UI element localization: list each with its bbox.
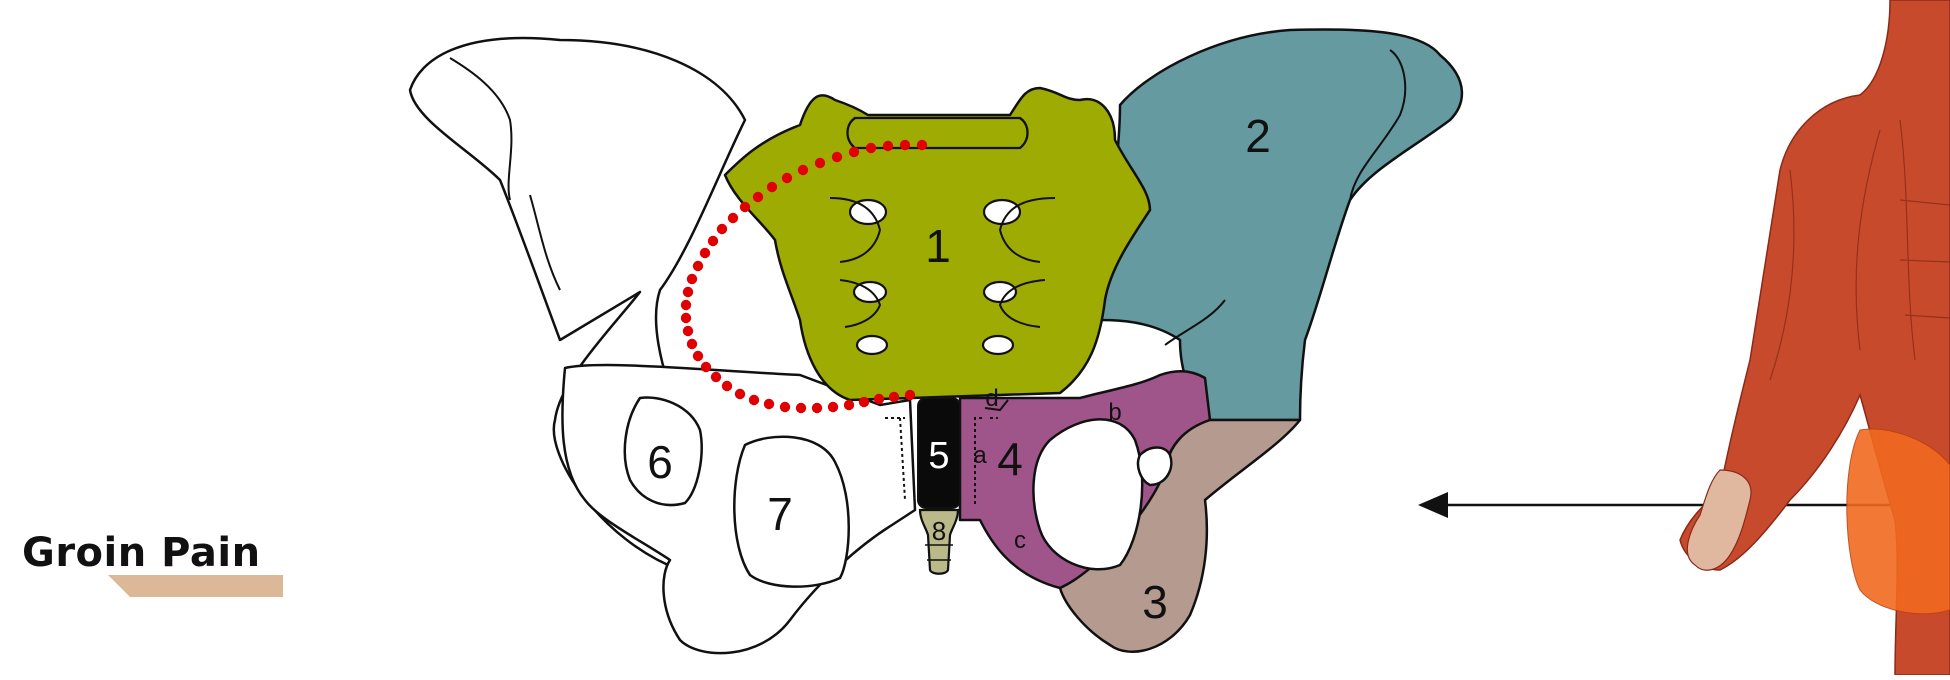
- acetabulum-rim: [623, 396, 703, 507]
- sacral-lines: [829, 197, 1056, 328]
- red-dot: [692, 260, 704, 272]
- red-dot: [865, 142, 877, 154]
- title-block: Groin Pain: [18, 530, 288, 600]
- label-6: 6: [647, 436, 673, 488]
- red-dot: [899, 139, 911, 151]
- red-dot: [734, 388, 746, 400]
- label-7: 7: [767, 488, 793, 540]
- red-dot: [904, 389, 916, 401]
- right-acetabulum-edge: [1136, 446, 1173, 487]
- red-dot: [873, 393, 885, 405]
- sacral-promontory: [846, 116, 1029, 150]
- red-dot: [721, 380, 733, 392]
- red-dot: [752, 191, 764, 203]
- red-dot: [739, 201, 751, 213]
- red-dot: [779, 401, 791, 413]
- pointer-arrow: [1418, 492, 1905, 518]
- label-b: b: [1108, 399, 1121, 426]
- right-ilium-detail: [1349, 49, 1407, 201]
- red-dot: [781, 172, 793, 184]
- red-dot: [916, 139, 928, 151]
- label-d: d: [985, 385, 998, 412]
- red-dot: [763, 398, 775, 410]
- right-obturator-foramen: [1032, 418, 1144, 571]
- label-5: 5: [928, 435, 949, 477]
- red-dot: [727, 212, 739, 224]
- red-dot: [686, 338, 698, 350]
- red-dot: [888, 391, 900, 403]
- left-bone-details: [449, 57, 561, 291]
- red-dot: [682, 325, 694, 337]
- red-dot: [692, 350, 704, 362]
- red-dot: [716, 223, 728, 235]
- human-muscle-figure: [1679, 0, 1950, 676]
- pubic-symphysis: [917, 397, 961, 509]
- red-dot: [797, 164, 809, 176]
- red-dot: [680, 299, 692, 311]
- red-dot: [707, 235, 719, 247]
- label-a: a: [973, 442, 987, 469]
- right-ilium: [1098, 28, 1464, 422]
- title-underline-bar: [108, 575, 283, 597]
- sacrum: [723, 86, 1152, 402]
- coccyx: [918, 508, 960, 575]
- red-dot: [795, 402, 807, 414]
- label-2: 2: [1245, 110, 1271, 162]
- red-dot: [748, 394, 760, 406]
- red-dot: [858, 396, 870, 408]
- red-dotted-outline: [680, 139, 928, 414]
- label-1: 1: [925, 220, 951, 272]
- label-3: 3: [1142, 576, 1168, 628]
- red-dot: [827, 401, 839, 413]
- red-dot: [814, 157, 826, 169]
- red-dot: [831, 151, 843, 163]
- red-dot: [710, 371, 722, 383]
- red-dot: [699, 247, 711, 259]
- label-4: 4: [997, 433, 1023, 485]
- red-dot: [686, 273, 698, 285]
- right-ilium-arc: [1164, 299, 1226, 346]
- red-dot: [811, 402, 823, 414]
- red-dot: [848, 146, 860, 158]
- page-title: Groin Pain: [22, 530, 261, 576]
- label-8: 8: [932, 516, 946, 546]
- red-dot: [766, 181, 778, 193]
- red-dot: [682, 286, 694, 298]
- red-dot: [843, 399, 855, 411]
- label-c: c: [1014, 527, 1026, 554]
- red-dot: [882, 140, 894, 152]
- red-dot: [700, 361, 712, 373]
- obturator-foramen: [733, 435, 850, 588]
- pubis-brackets: [974, 399, 1009, 505]
- red-dot: [680, 312, 692, 324]
